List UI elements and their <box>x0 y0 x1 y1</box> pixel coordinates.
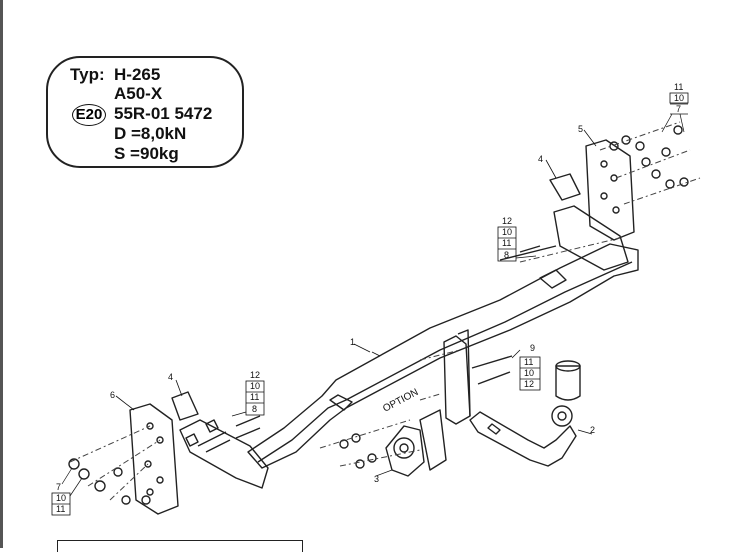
stack-top-right-item: 10 <box>674 93 684 103</box>
stack-ball-right-item: 12 <box>524 379 534 389</box>
stack-left-bottom-item: 7 <box>56 482 61 492</box>
stack-left-mid-item: 10 <box>250 381 260 391</box>
callout-3: 3 <box>374 474 379 484</box>
center-bracket <box>443 335 471 425</box>
stack-top-mid-item: 12 <box>502 216 512 226</box>
d-value: D =8,0kN <box>114 124 187 143</box>
stack-top-right-item: 7 <box>676 104 681 114</box>
right-side-plate <box>585 139 635 241</box>
socket-plate <box>385 425 425 477</box>
typ-value: H-265 <box>114 65 161 84</box>
callout-1: 1 <box>350 337 355 347</box>
left-end-bracket <box>179 419 269 489</box>
typ-label: Typ: <box>70 65 105 84</box>
callout-4-left: 4 <box>168 372 173 382</box>
approval-number: 55R-01 5472 <box>114 104 213 123</box>
callout-9: 9 <box>530 343 535 353</box>
ball-cap <box>555 365 581 401</box>
callout-5: 5 <box>578 124 583 134</box>
stack-left-mid-item: 11 <box>250 392 259 402</box>
stack-ball-right-item: 11 <box>524 357 533 367</box>
stack-top-mid-item: 8 <box>504 250 509 260</box>
stack-left-mid: 12 10 11 8 <box>231 370 265 417</box>
variant-value: A50-X <box>114 84 163 103</box>
right-end-bracket <box>553 205 629 271</box>
stack-left-bottom: 7 10 11 <box>51 467 83 516</box>
stack-left-mid-item: 8 <box>252 404 257 414</box>
crossbar-inner <box>329 394 353 411</box>
stack-left-mid-item: 12 <box>250 370 260 380</box>
crossbar-edge <box>257 261 633 463</box>
stack-top-mid-item: 10 <box>502 227 512 237</box>
stack-top-right-item: 11 <box>674 82 683 92</box>
stack-left-bottom-item: 10 <box>56 493 66 503</box>
stack-left-bottom-item: 11 <box>56 504 65 514</box>
option-label: OPTION <box>381 387 420 415</box>
stack-top-mid-item: 11 <box>502 238 511 248</box>
bottom-caption-box <box>57 540 303 552</box>
stack-ball-right: 11 10 12 <box>519 356 541 391</box>
stack-ball-right-item: 10 <box>524 368 534 378</box>
callout-4-right: 4 <box>538 154 543 164</box>
socket-bracket <box>419 409 447 471</box>
callout-2: 2 <box>590 425 595 435</box>
stack-top-mid: 12 10 11 8 <box>497 216 537 262</box>
s-value: S =90kg <box>114 144 179 163</box>
spec-plate <box>46 56 244 168</box>
homologation-mark: E20 <box>72 104 106 126</box>
ball-neck <box>469 411 577 467</box>
callout-6: 6 <box>110 390 115 400</box>
stack-top-right: 11 10 7 <box>661 82 689 133</box>
left-edge-bar <box>0 0 3 548</box>
left-side-plate <box>129 403 179 515</box>
